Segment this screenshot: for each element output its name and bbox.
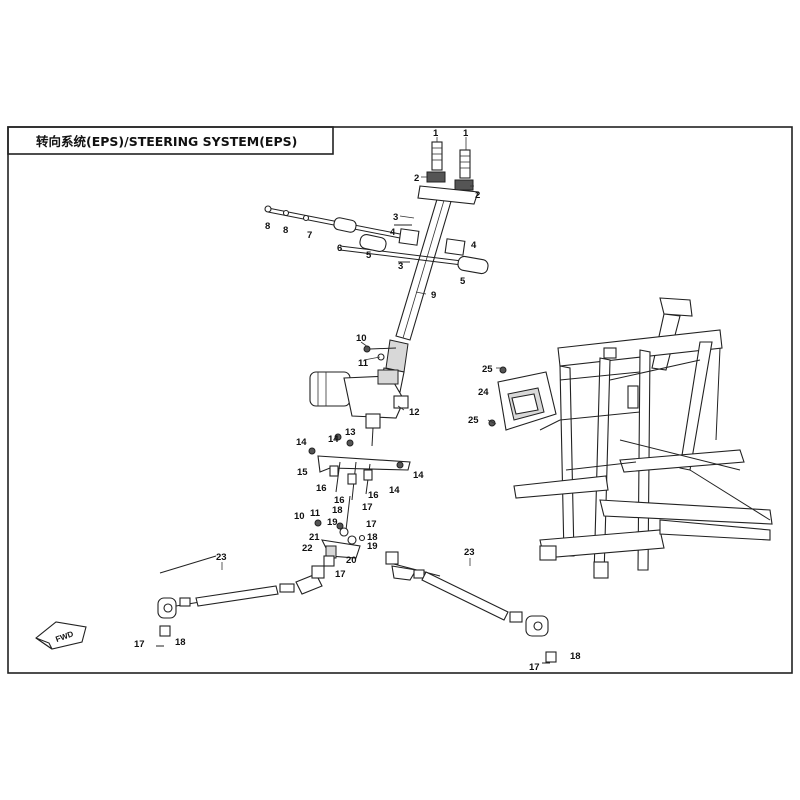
callout-3: 3 <box>398 261 403 272</box>
callout-15: 15 <box>297 467 308 478</box>
callout-24: 24 <box>478 387 489 398</box>
callout-23: 23 <box>464 547 475 558</box>
callout-18: 18 <box>332 505 343 516</box>
callout-2: 2 <box>475 190 480 201</box>
eps-motor-unit <box>309 369 409 447</box>
callout-2: 2 <box>414 173 419 184</box>
vehicle-frame <box>513 297 773 579</box>
callout-1: 1 <box>433 128 439 139</box>
callout-10: 10 <box>294 511 305 522</box>
callout-19: 19 <box>367 541 378 552</box>
center-link-assembly <box>314 495 366 567</box>
callout-11: 11 <box>358 358 369 369</box>
steering-column-shaft <box>379 195 453 393</box>
callout-14: 14 <box>413 470 424 481</box>
callout-25: 25 <box>482 364 493 375</box>
callout-16: 16 <box>316 483 327 494</box>
callout-8: 8 <box>265 221 270 232</box>
leader-lines <box>221 137 502 570</box>
column-mount-rods <box>264 205 489 275</box>
diagram-title: 转向系统(EPS)/STEERING SYSTEM(EPS) <box>36 134 297 149</box>
drawing-frame <box>7 126 793 674</box>
callout-1: 1 <box>463 128 469 139</box>
callout-20: 20 <box>346 555 357 566</box>
callout-14: 14 <box>296 437 307 448</box>
callout-5: 5 <box>366 250 372 261</box>
callout-4: 4 <box>471 240 477 251</box>
tie-rod-left <box>156 555 325 647</box>
callout-22: 22 <box>302 543 313 554</box>
tie-rod-right <box>385 551 557 664</box>
upper-column-bolts <box>417 141 479 205</box>
callout-17: 17 <box>362 502 373 513</box>
callout-17: 17 <box>529 662 540 673</box>
callout-10: 10 <box>356 333 367 344</box>
callout-18: 18 <box>570 651 581 662</box>
callout-19: 19 <box>327 517 338 528</box>
callout-9: 9 <box>431 290 436 301</box>
callout-17: 17 <box>134 639 145 650</box>
callout-3: 3 <box>393 212 398 223</box>
callout-5: 5 <box>460 276 466 287</box>
callout-8: 8 <box>283 225 288 236</box>
title-box <box>7 126 334 155</box>
callout-16: 16 <box>334 495 345 506</box>
callout-6: 6 <box>337 243 342 254</box>
callout-25: 25 <box>468 415 479 426</box>
callout-17: 17 <box>366 519 377 530</box>
callout-16: 16 <box>368 490 379 501</box>
callout-labels: 1 1 2 2 3 3 4 4 5 5 6 7 8 8 9 10 10 11 1… <box>134 128 581 673</box>
callout-14: 14 <box>328 434 339 445</box>
callout-14: 14 <box>389 485 400 496</box>
callout-21: 21 <box>309 532 320 543</box>
eps-control-unit <box>488 366 557 431</box>
callout-11: 11 <box>310 508 321 519</box>
callout-17: 17 <box>335 569 346 580</box>
callout-13: 13 <box>345 427 356 438</box>
callout-18: 18 <box>367 532 378 543</box>
column-joint-bolts <box>363 345 397 361</box>
callout-23: 23 <box>216 552 227 563</box>
callout-4: 4 <box>390 227 396 238</box>
eps-mounting-bracket <box>308 433 411 501</box>
callout-18: 18 <box>175 637 186 648</box>
callout-12: 12 <box>409 407 420 418</box>
fwd-arrow-icon: FWD <box>35 621 87 650</box>
callout-7: 7 <box>307 230 312 241</box>
